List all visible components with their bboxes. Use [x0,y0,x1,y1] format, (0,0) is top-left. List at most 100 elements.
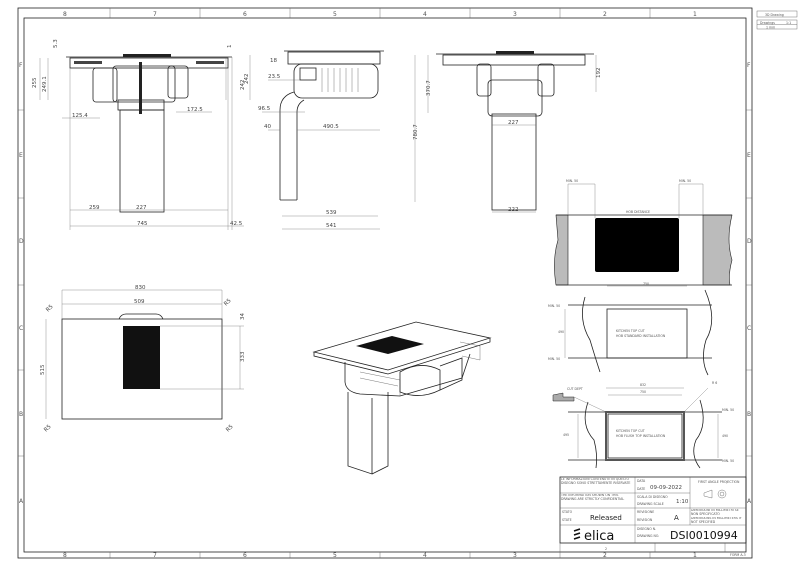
dim-34: 34 [240,313,246,320]
confidential-note-it: LE INFORMAZIONI CONTENUTE IN QUESTO DISE… [561,478,631,485]
state-label: STATO [562,510,573,514]
first-angle-projection-icon [703,489,727,499]
min-50-top-flush: MIN. 50 [722,408,734,412]
corner-block-units: 1 mm [766,26,775,30]
zone-col-1: 1 [693,11,697,18]
zone-col-5-bottom: 5 [333,552,337,559]
dim-333: 333 [240,351,246,362]
units-note-en: DIMENSIONS IN MILLIMETERS IF NOT SPECIFI… [691,517,742,524]
scale-label-en: DRAWING SCALE [637,502,664,506]
hob-distance-label: HOB DISTANCE [626,210,650,214]
zone-col-4: 4 [423,11,427,18]
zone-col-6: 6 [243,11,247,18]
dim-96-5: 96.5 [258,106,271,112]
zone-col-3-bottom: 3 [513,552,517,559]
dim-40: 40 [264,124,271,130]
dim-radius-bl: R5 [43,424,53,434]
kitchen-top-cut-note-flush: KITCHEN TOP CUT [616,429,645,433]
projection-label: FIRST ANGLE PROJECTION [698,480,740,484]
min-50-bottom: MIN. 50 [548,357,560,361]
corner-block-title: 3D Drawing [765,13,784,17]
front-view: 5.3 255 249.1 1 242 125.4 172.5 259 227 … [32,39,246,230]
dim-192: 192 [596,68,602,79]
dim-830: 830 [135,285,146,291]
revision-label-en: REVISION [637,518,653,522]
kitchen-top-cut-note: KITCHEN TOP CUT [616,329,645,333]
dim-5-3: 5.3 [53,39,59,48]
zone-col-7-bottom: 7 [153,552,157,559]
date-label-en: DATE [637,487,645,491]
isometric-view [312,321,492,475]
date-label: DATA [637,479,646,483]
dim-541: 541 [326,223,337,229]
zone-col-2-bottom: 2 [603,552,607,559]
zone-row-c: C [19,325,23,332]
dim-490-5: 490.5 [323,124,339,130]
corner-block-drawings: Drawings [760,21,775,25]
title-block: LE INFORMAZIONI CONTENUTE IN QUESTO DISE… [559,476,747,552]
scale-value: 1:10 [676,499,689,505]
dim-750-flush: 750 [640,390,646,394]
dim-125-4: 125.4 [72,113,88,119]
dim-172-5: 172.5 [187,107,203,113]
dim-227: 227 [136,205,147,211]
dim-832: 832 [640,383,646,387]
dim-539: 539 [326,210,337,216]
min-50-left: MIN. 50 [566,179,578,183]
radius-r6: R 6 [712,381,717,385]
dim-radius-tr: R5 [223,298,233,308]
top-view: 830 509 515 333 34 R5 R5 R5 R5 [40,285,246,433]
zone-col-7: 7 [153,11,157,18]
dim-490: 490 [558,330,564,334]
zone-col-8-bottom: 8 [63,552,67,559]
dim-750: 750 [643,282,649,286]
confidential-note-en: THE INFORMATION SHOWN ON THIS DRAWING AR… [561,494,625,501]
dim-23-5: 23.5 [268,74,281,80]
zone-row-a: A [19,498,24,505]
sheet-number: 2 [605,547,607,551]
revision-label: REVISIONE [637,510,654,514]
elica-logo: elica [573,528,614,544]
min-50-bottom-flush: MIN. 50 [722,459,734,463]
dim-259: 259 [89,205,100,211]
zone-col-1-bottom: 1 [693,552,697,559]
min-50-right: MIN. 50 [679,179,691,183]
dim-radius-tl: R5 [45,304,55,314]
dim-227-rear: 227 [508,120,519,126]
zone-col-5: 5 [333,11,337,18]
dim-515: 515 [40,364,46,375]
drawing-no-label-en: DRAWING NO. [637,534,659,538]
dim-745: 745 [137,221,148,227]
state-label-en: STATE [562,518,572,522]
side-view: 18 242 23.5 96.5 40 490.5 539 541 [244,50,384,230]
state-value: Released [590,514,622,522]
detail-hob-distance: MIN. 50 MIN. 50 HOB DISTANCE [554,179,733,286]
corner-block-scale: 1:1 [786,21,791,25]
min-50-top: MIN. 50 [548,304,560,308]
drawing-no-label: DISEGNO N. [637,527,656,531]
dim-242: 242 [240,80,246,91]
dim-370-7: 370.7 [426,80,432,96]
cut-depth-label: CUT DEPT [567,387,583,391]
dim-242-side: 242 [244,74,250,85]
dim-222: 222 [508,207,519,213]
dim-509: 509 [134,299,145,305]
flush-installation-note: HOB FLUSH TOP INSTALLATION [616,434,666,438]
zone-row-b-right: B [747,411,751,418]
drawing-number: DSI0010994 [670,529,738,542]
zone-row-f-right: F [747,62,751,69]
standard-installation-note: HOB STANDARD INSTALLATION [616,334,666,338]
dim-495: 495 [563,433,569,437]
dim-1: 1 [227,45,233,49]
zone-col-6-bottom: 6 [243,552,247,559]
drawing-frame: 8 7 6 5 4 3 2 1 8 7 6 5 4 3 2 1 F E D C … [17,7,798,559]
zone-col-2: 2 [603,11,607,18]
dim-249-1: 249.1 [42,76,48,92]
zone-row-c-right: C [747,325,751,332]
dim-18: 18 [270,58,277,64]
dim-490-flush: 490 [722,434,728,438]
zone-row-f: F [19,62,23,69]
detail-standard-installation: 750 MIN. 50 490 MIN. 50 KITCHEN TOP CUT … [548,282,713,376]
zone-row-a-right: A [747,498,752,505]
